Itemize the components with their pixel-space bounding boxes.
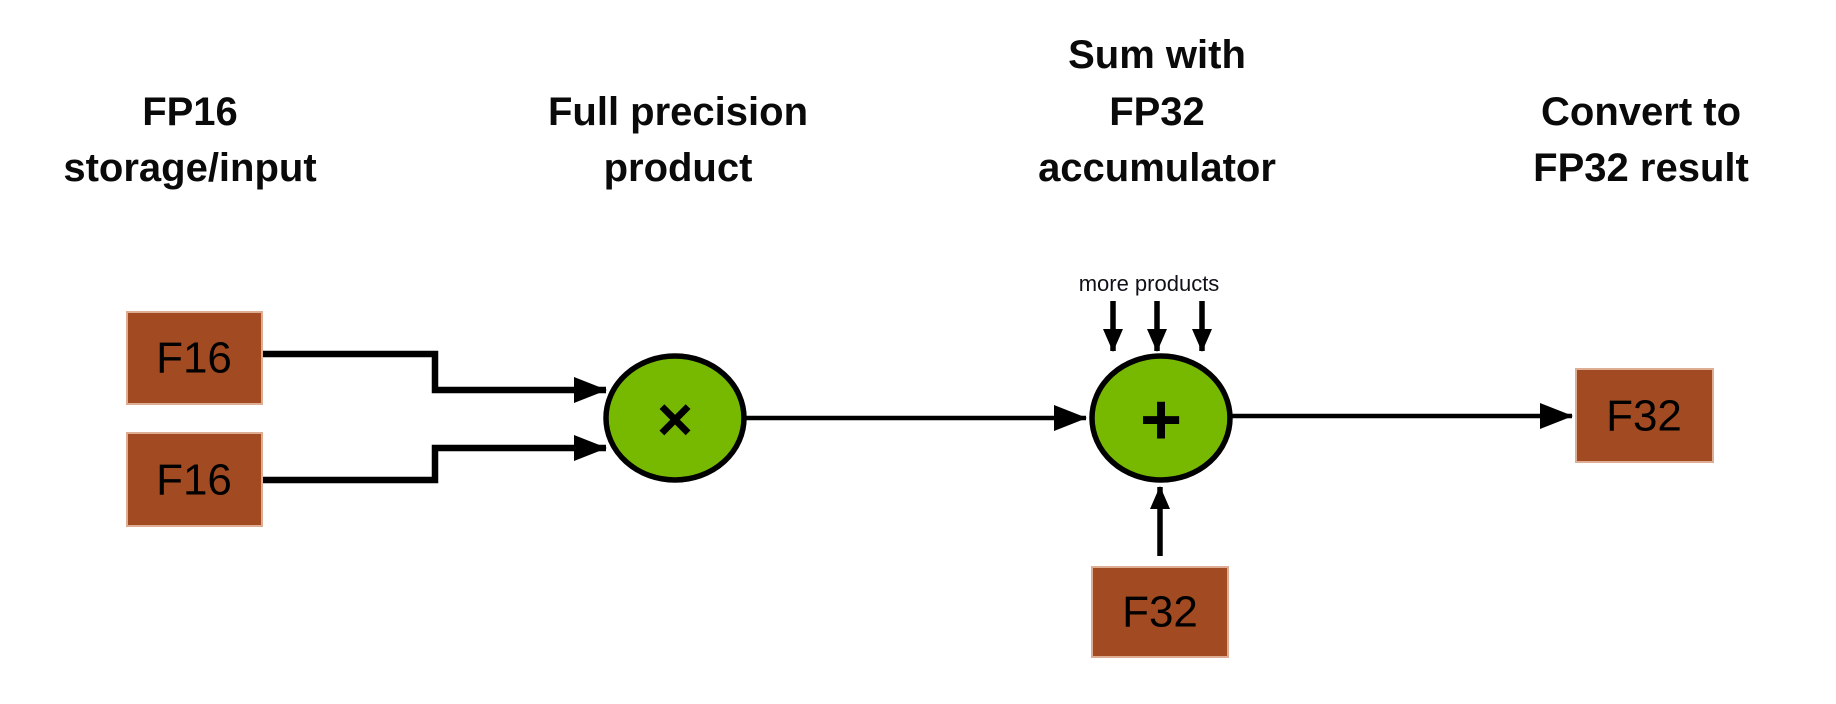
multiply-symbol: × [657,386,693,455]
f16-input-a-label: F16 [156,334,232,383]
header-sum-fp32: Sum with FP32 accumulator [1038,33,1276,190]
f32-accumulator-box [1091,566,1229,658]
header-sum-fp32-line2: FP32 [1109,90,1205,134]
more-products-label: more products [1079,271,1220,296]
header-sum-fp32-line1: Sum with [1068,33,1246,77]
input-b-arrow [262,435,607,484]
f32-accumulator-label: F32 [1122,588,1198,637]
f16-input-b-label: F16 [156,456,232,505]
header-fp16-storage-line2: storage/input [63,146,316,190]
header-convert-fp32-line1: Convert to [1541,90,1741,134]
f16-input-b-box [126,432,263,527]
f16-input-a-box [126,311,263,405]
input-a-arrow [262,350,607,403]
f32-result-label: F32 [1606,392,1682,441]
f32-result-box [1575,368,1714,463]
header-sum-fp32-line3: accumulator [1038,146,1276,190]
plus-symbol: + [1140,380,1182,460]
multiply-node [603,353,747,483]
header-fp16-storage-line1: FP16 [142,90,238,134]
add-node [1089,353,1233,483]
header-full-precision-line1: Full precision [548,90,808,134]
header-convert-fp32-line2: FP32 result [1533,146,1749,190]
header-full-precision: Full precision product [548,90,808,190]
header-fp16-storage: FP16 storage/input [63,90,316,190]
header-convert-fp32: Convert to FP32 result [1533,90,1749,190]
header-full-precision-line2: product [604,146,753,190]
